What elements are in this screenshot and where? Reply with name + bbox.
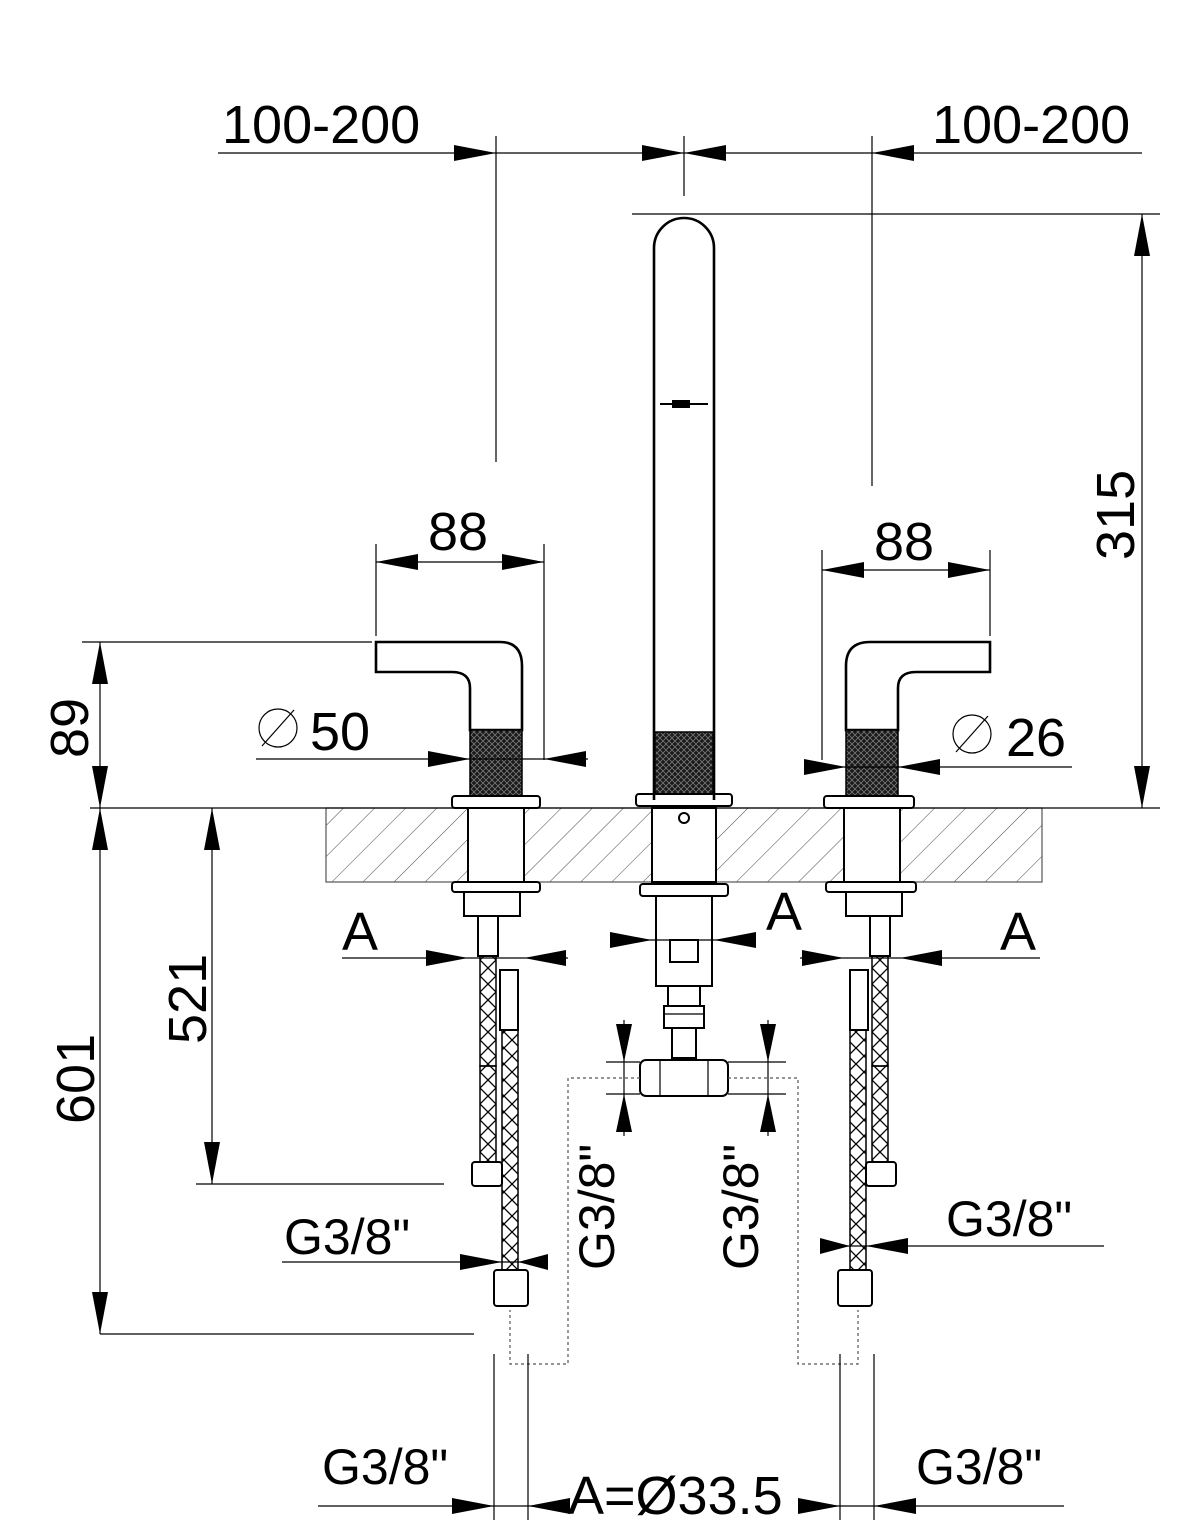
thread-tee-right-label: G3/8" — [713, 1144, 769, 1270]
shank-length-label: 521 — [158, 954, 218, 1044]
countertop-section — [90, 807, 1160, 883]
handle-width-left-label: 88 — [428, 502, 488, 562]
dimension-labels: 100-200 100-200 315 88 88 89 50 26 521 6… — [40, 95, 1146, 1520]
thread-tee-left-label: G3/8" — [569, 1144, 625, 1270]
base-diameter-left-label: 50 — [310, 702, 370, 762]
left-valve — [374, 640, 541, 1307]
spout — [635, 216, 733, 1097]
connection-dashes — [509, 1077, 859, 1365]
dimension-lines — [82, 136, 1160, 1520]
spread-left-label: 100-200 — [222, 95, 420, 155]
thread-bottom-left-label: G3/8" — [322, 1439, 448, 1495]
handle-height-label: 89 — [40, 698, 100, 758]
hose-length-label: 601 — [46, 1034, 106, 1124]
section-mark-left: A — [342, 902, 378, 962]
section-mark-right: A — [1000, 902, 1036, 962]
spread-right-label: 100-200 — [932, 95, 1130, 155]
thread-left-hose-label: G3/8" — [284, 1209, 410, 1265]
spout-height-label: 315 — [1086, 470, 1146, 560]
base-diameter-right-label: 26 — [1006, 708, 1066, 768]
thread-right-hose-label: G3/8" — [946, 1191, 1072, 1247]
thread-bottom-right-label: G3/8" — [916, 1439, 1042, 1495]
right-valve — [823, 640, 992, 1307]
footnote-label: A=Ø33.5 — [568, 1466, 783, 1520]
handle-width-right-label: 88 — [874, 512, 934, 572]
section-mark-center: A — [766, 882, 802, 942]
